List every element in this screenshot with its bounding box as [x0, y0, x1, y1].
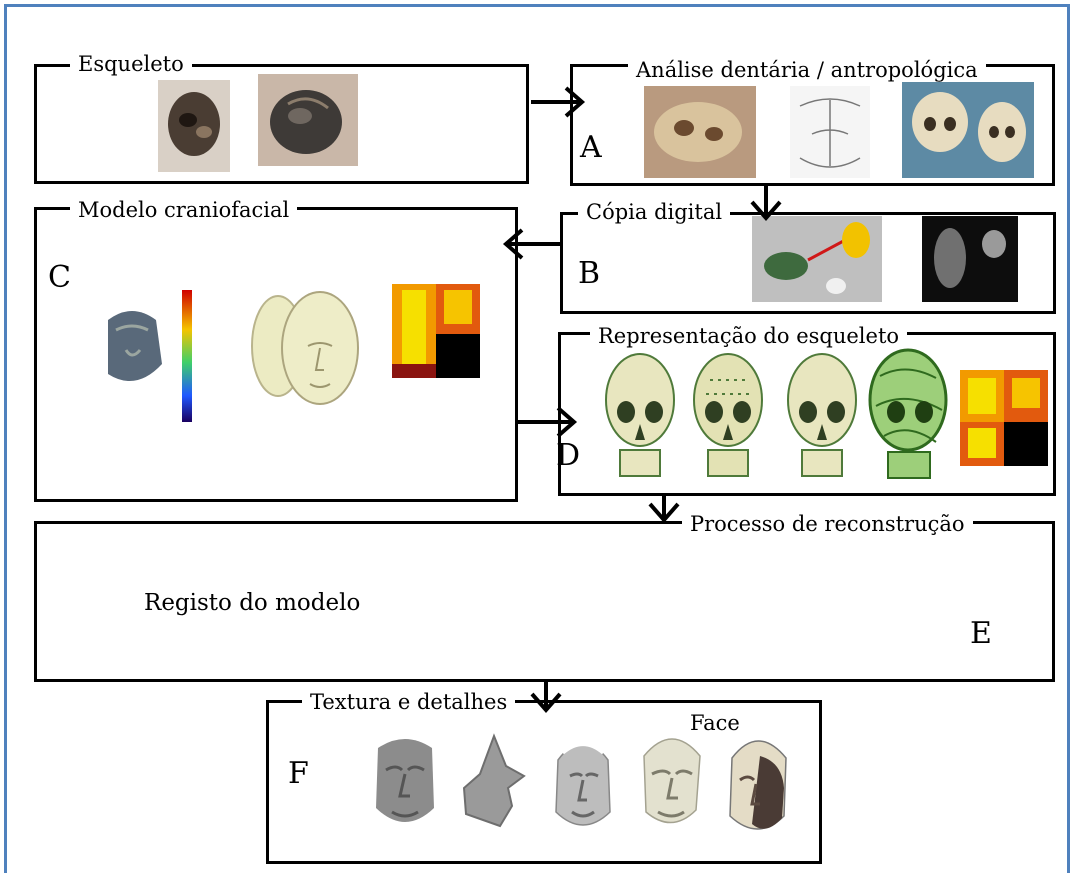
skull-model-icon	[902, 82, 1034, 178]
label-b: B	[578, 258, 600, 290]
label-a: A	[580, 132, 602, 164]
heatmap-icon	[960, 370, 1048, 466]
face-model-icon	[460, 736, 526, 830]
skull-model-icon	[602, 350, 678, 488]
face-model-icon	[370, 730, 440, 836]
skull-photo-icon	[258, 74, 358, 166]
title-analise: Análise dentária / antropológica	[628, 58, 986, 82]
title-textura: Textura e detalhes	[302, 690, 515, 714]
face-model-icon	[96, 300, 168, 390]
registo-label: Registo do modelo	[144, 590, 360, 616]
label-d: D	[556, 440, 580, 472]
face-model-icon	[636, 726, 706, 834]
face-model-icon	[722, 728, 792, 842]
face-model-icon	[552, 730, 614, 836]
title-copia: Cópia digital	[578, 200, 730, 224]
head-mesh-icon	[248, 292, 362, 410]
skull-photo-icon	[644, 86, 756, 178]
title-processo: Processo de reconstrução	[682, 512, 973, 536]
label-e: E	[970, 618, 992, 650]
color-scale-icon	[182, 290, 192, 422]
title-modelo: Modelo craniofacial	[70, 198, 297, 222]
label-c: C	[48, 262, 71, 294]
title-representacao: Representação do esqueleto	[590, 324, 907, 348]
ct-scan-icon	[922, 216, 1018, 302]
skull-photo-icon	[158, 80, 230, 172]
heatmap-icon	[392, 284, 480, 378]
skull-model-icon	[690, 350, 766, 488]
skull-model-icon	[752, 216, 882, 302]
title-esqueleto: Esqueleto	[70, 52, 192, 76]
skull-drawing-icon	[790, 86, 870, 178]
skull-model-icon	[784, 350, 860, 488]
skull-model-icon	[866, 346, 952, 488]
label-f: F	[288, 758, 309, 790]
